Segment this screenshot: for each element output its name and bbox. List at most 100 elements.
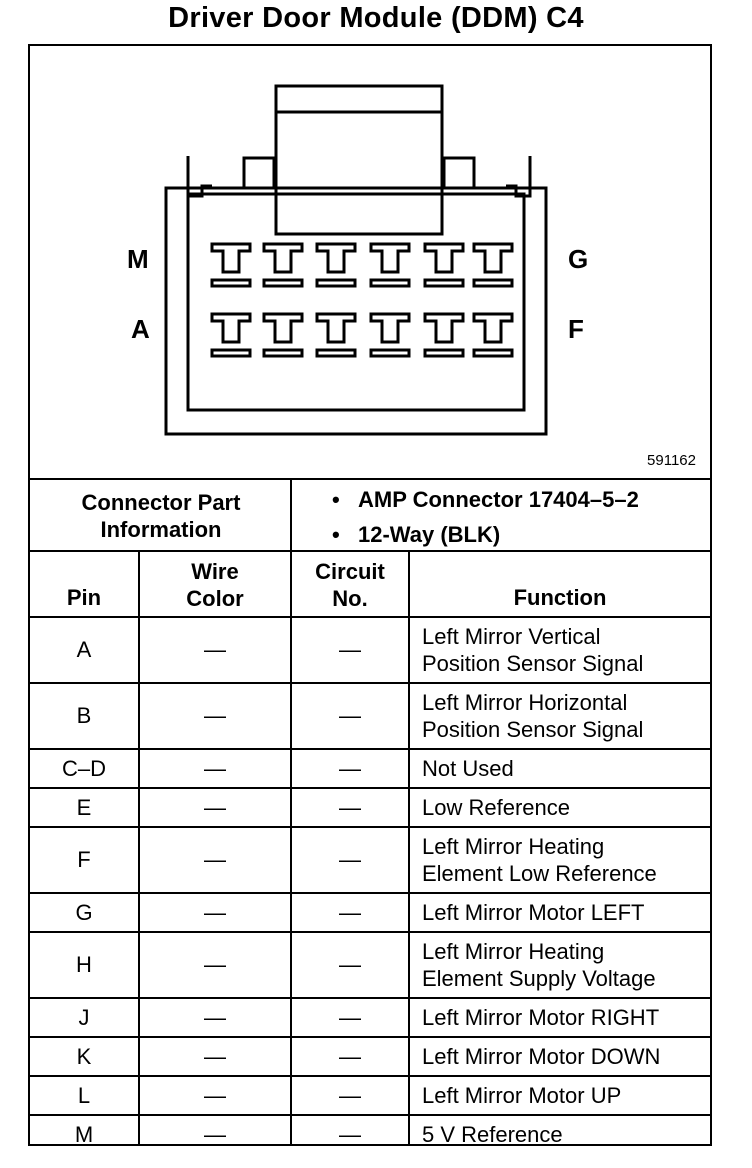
connector-part-info-list: •AMP Connector 17404–5–2 •12-Way (BLK)	[332, 482, 639, 552]
cell-pin: A	[76, 637, 92, 662]
cell-circuit-no: —	[339, 794, 361, 820]
connector-cavity	[186, 192, 526, 412]
function-text: Left Mirror Motor UP	[422, 1083, 622, 1108]
page-title: Driver Door Module (DDM) C4	[168, 2, 584, 34]
row-divider	[28, 1036, 712, 1038]
row-divider	[28, 892, 712, 894]
terminal-cavity	[210, 242, 252, 288]
cell-pin: G	[75, 899, 93, 925]
header-circuit-no: Circuit No.	[315, 559, 385, 611]
cell-pin: E	[76, 794, 92, 820]
terminal-cavity	[423, 312, 465, 358]
divider-header	[28, 616, 712, 618]
cell-function: 5 V Reference	[410, 1116, 710, 1153]
figure-number: 591162	[647, 452, 696, 469]
connector-drawing	[164, 84, 548, 436]
cell-circuit-no: —	[339, 1082, 361, 1108]
function-text: Left Mirror Motor LEFT	[422, 900, 645, 925]
row-divider	[28, 748, 712, 750]
terminal-cavity	[369, 242, 411, 288]
terminal-cavity	[315, 242, 357, 288]
cell-wire-color: —	[204, 794, 226, 820]
connector-info-item: •12-Way (BLK)	[332, 517, 639, 552]
cell-circuit-no: —	[339, 755, 361, 781]
row-divider	[28, 787, 712, 789]
pin-label-m: M	[127, 244, 149, 274]
bullet-icon: •	[332, 522, 340, 547]
connector-info-item: •AMP Connector 17404–5–2	[332, 482, 639, 517]
divider-diagram	[28, 478, 712, 480]
cell-wire-color: —	[204, 755, 226, 781]
terminal-cavity	[262, 312, 304, 358]
cell-function: Left Mirror Motor LEFT	[410, 894, 710, 931]
header-pin: Pin	[66, 585, 102, 610]
connector-part-info-line2: Information	[100, 517, 222, 542]
connector-housing	[164, 186, 548, 436]
divider-col-pin	[138, 552, 140, 1146]
terminal-grid	[210, 242, 514, 358]
cell-function: Left Mirror Motor DOWN	[410, 1038, 710, 1075]
row-divider	[28, 826, 712, 828]
function-text: Left Mirror Motor RIGHT	[422, 1005, 660, 1030]
cell-pin: B	[76, 703, 92, 728]
cell-function: Low Reference	[410, 789, 710, 826]
cell-pin: F	[77, 847, 91, 872]
cell-pin: M	[74, 1121, 94, 1147]
cell-wire-color: —	[204, 1004, 226, 1030]
terminal-cavity	[423, 242, 465, 288]
cell-wire-color: —	[204, 899, 226, 925]
cell-function: Left Mirror Motor UP	[410, 1077, 710, 1114]
divider-col-wire	[290, 552, 292, 1146]
bullet-icon: •	[332, 487, 340, 512]
pin-label-f: F	[568, 314, 584, 344]
cell-wire-color: —	[204, 1043, 226, 1069]
function-text: Not Used	[422, 756, 514, 781]
row-divider	[28, 1114, 712, 1116]
cell-pin: J	[78, 1004, 90, 1030]
cell-wire-color: —	[204, 952, 226, 977]
cell-circuit-no: —	[339, 1004, 361, 1030]
cell-circuit-no: —	[339, 847, 361, 872]
cell-function: Left Mirror Motor RIGHT	[410, 999, 710, 1036]
row-divider	[28, 931, 712, 933]
function-text: 5 V Reference	[422, 1122, 563, 1147]
row-divider	[28, 682, 712, 684]
cell-circuit-no: —	[339, 703, 361, 728]
cell-pin: K	[76, 1043, 92, 1069]
header-wire-color: Wire Color	[186, 559, 244, 611]
connector-diagram: M A G F 591162	[30, 46, 710, 478]
connector-part-info-line1: Connector Part	[81, 490, 241, 515]
cell-function: Not Used	[410, 750, 710, 787]
cell-wire-color: —	[204, 847, 226, 872]
cell-pin: L	[77, 1082, 91, 1108]
header-function: Function	[513, 585, 607, 610]
connector-part-info-label: Connector Part Information	[30, 480, 292, 552]
terminal-cavity	[472, 312, 514, 358]
cell-circuit-no: —	[339, 1121, 361, 1147]
cell-pin: C–D	[61, 755, 106, 781]
cell-wire-color: —	[204, 1082, 226, 1108]
document-frame	[28, 44, 712, 1146]
terminal-cavity	[210, 312, 252, 358]
cell-wire-color: —	[204, 637, 226, 662]
cell-circuit-no: —	[339, 1043, 361, 1069]
cell-pin: H	[76, 952, 92, 977]
cell-wire-color: —	[204, 1121, 226, 1147]
cell-circuit-no: —	[339, 899, 361, 925]
cell-circuit-no: —	[339, 952, 361, 977]
row-divider	[28, 997, 712, 999]
divider-connector-info	[28, 550, 712, 552]
cell-wire-color: —	[204, 703, 226, 728]
terminal-cavity	[472, 242, 514, 288]
pin-label-a: A	[131, 314, 150, 344]
function-text: Low Reference	[422, 795, 570, 820]
cell-circuit-no: —	[339, 637, 361, 662]
divider-col-circuit	[408, 552, 410, 1146]
